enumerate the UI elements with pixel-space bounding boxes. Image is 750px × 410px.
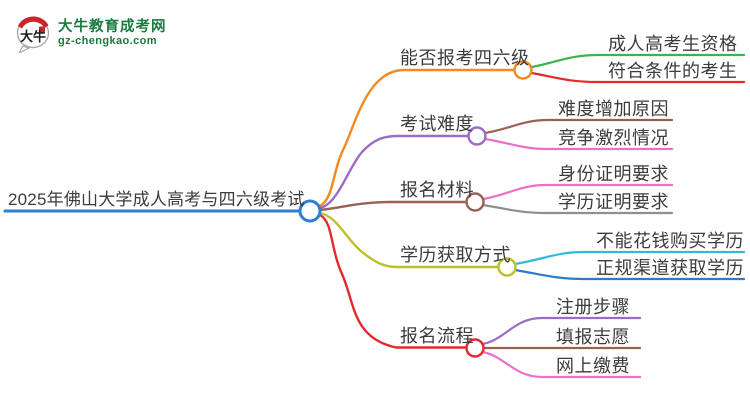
branch4-node-circle[interactable] xyxy=(497,257,517,277)
site-name: 大牛教育成考网 xyxy=(58,19,167,35)
branch1-child2-line xyxy=(530,71,746,84)
branch1-child1-line xyxy=(530,53,746,69)
branch2-line xyxy=(318,134,470,210)
branch3-child1-topic[interactable]: 身份证明要求 xyxy=(558,164,669,184)
logo-icon-text: 大牛 xyxy=(20,29,46,44)
branch5-node-circle[interactable] xyxy=(465,338,485,358)
branch3-child2-topic[interactable]: 学历证明要求 xyxy=(558,192,669,212)
central-topic[interactable]: 2025年佛山大学成人高考与四六级考试 xyxy=(8,190,305,209)
branch3-line xyxy=(318,200,468,212)
branch1-topic[interactable]: 能否报考四六级 xyxy=(400,48,530,68)
branch3-topic[interactable]: 报名材料 xyxy=(400,180,474,200)
branch4-child1-line xyxy=(513,250,746,266)
branch4-child2-line xyxy=(513,268,746,281)
branch4-topic[interactable]: 学历获取方式 xyxy=(400,245,511,265)
branch3-child1-line xyxy=(481,183,674,201)
branch4-child1-topic[interactable]: 不能花钱购买学历 xyxy=(596,231,744,251)
branch5-topic[interactable]: 报名流程 xyxy=(400,326,474,346)
branch1-line xyxy=(318,68,517,208)
branch2-node-circle[interactable] xyxy=(467,126,487,146)
branch4-line xyxy=(318,211,500,269)
branch5-child1-line xyxy=(481,316,642,346)
site-logo[interactable]: 大牛 大牛教育成考网 gz-chengkao.com xyxy=(14,13,167,53)
branch1-node-circle[interactable] xyxy=(513,60,533,80)
branch5-child2-topic[interactable]: 填报志愿 xyxy=(556,327,630,347)
branch4-child2-topic[interactable]: 正规渠道获取学历 xyxy=(596,258,744,278)
branch1-child1-topic[interactable]: 成人高考生资格 xyxy=(608,34,738,54)
branch1-child2-topic[interactable]: 符合条件的考生 xyxy=(608,61,738,81)
branch5-child3-line xyxy=(481,350,642,379)
site-url: gz-chengkao.com xyxy=(58,35,157,47)
branch2-child1-line xyxy=(483,118,674,135)
branch3-child2-line xyxy=(481,203,674,215)
branch5-child3-topic[interactable]: 网上缴费 xyxy=(556,356,630,376)
branch2-child2-topic[interactable]: 竞争激烈情况 xyxy=(558,128,669,148)
logo-text-block: 大牛教育成考网 gz-chengkao.com xyxy=(58,19,167,48)
central-node-circle[interactable] xyxy=(298,199,322,223)
branch2-topic[interactable]: 考试难度 xyxy=(400,114,474,134)
branch3-node-circle[interactable] xyxy=(465,192,485,212)
logo-bubble-icon: 大牛 xyxy=(16,16,50,53)
branch5-child1-topic[interactable]: 注册步骤 xyxy=(556,297,630,317)
branch5-line xyxy=(318,213,468,349)
branch2-child1-topic[interactable]: 难度增加原因 xyxy=(558,99,669,119)
branch2-child2-line xyxy=(483,137,674,151)
